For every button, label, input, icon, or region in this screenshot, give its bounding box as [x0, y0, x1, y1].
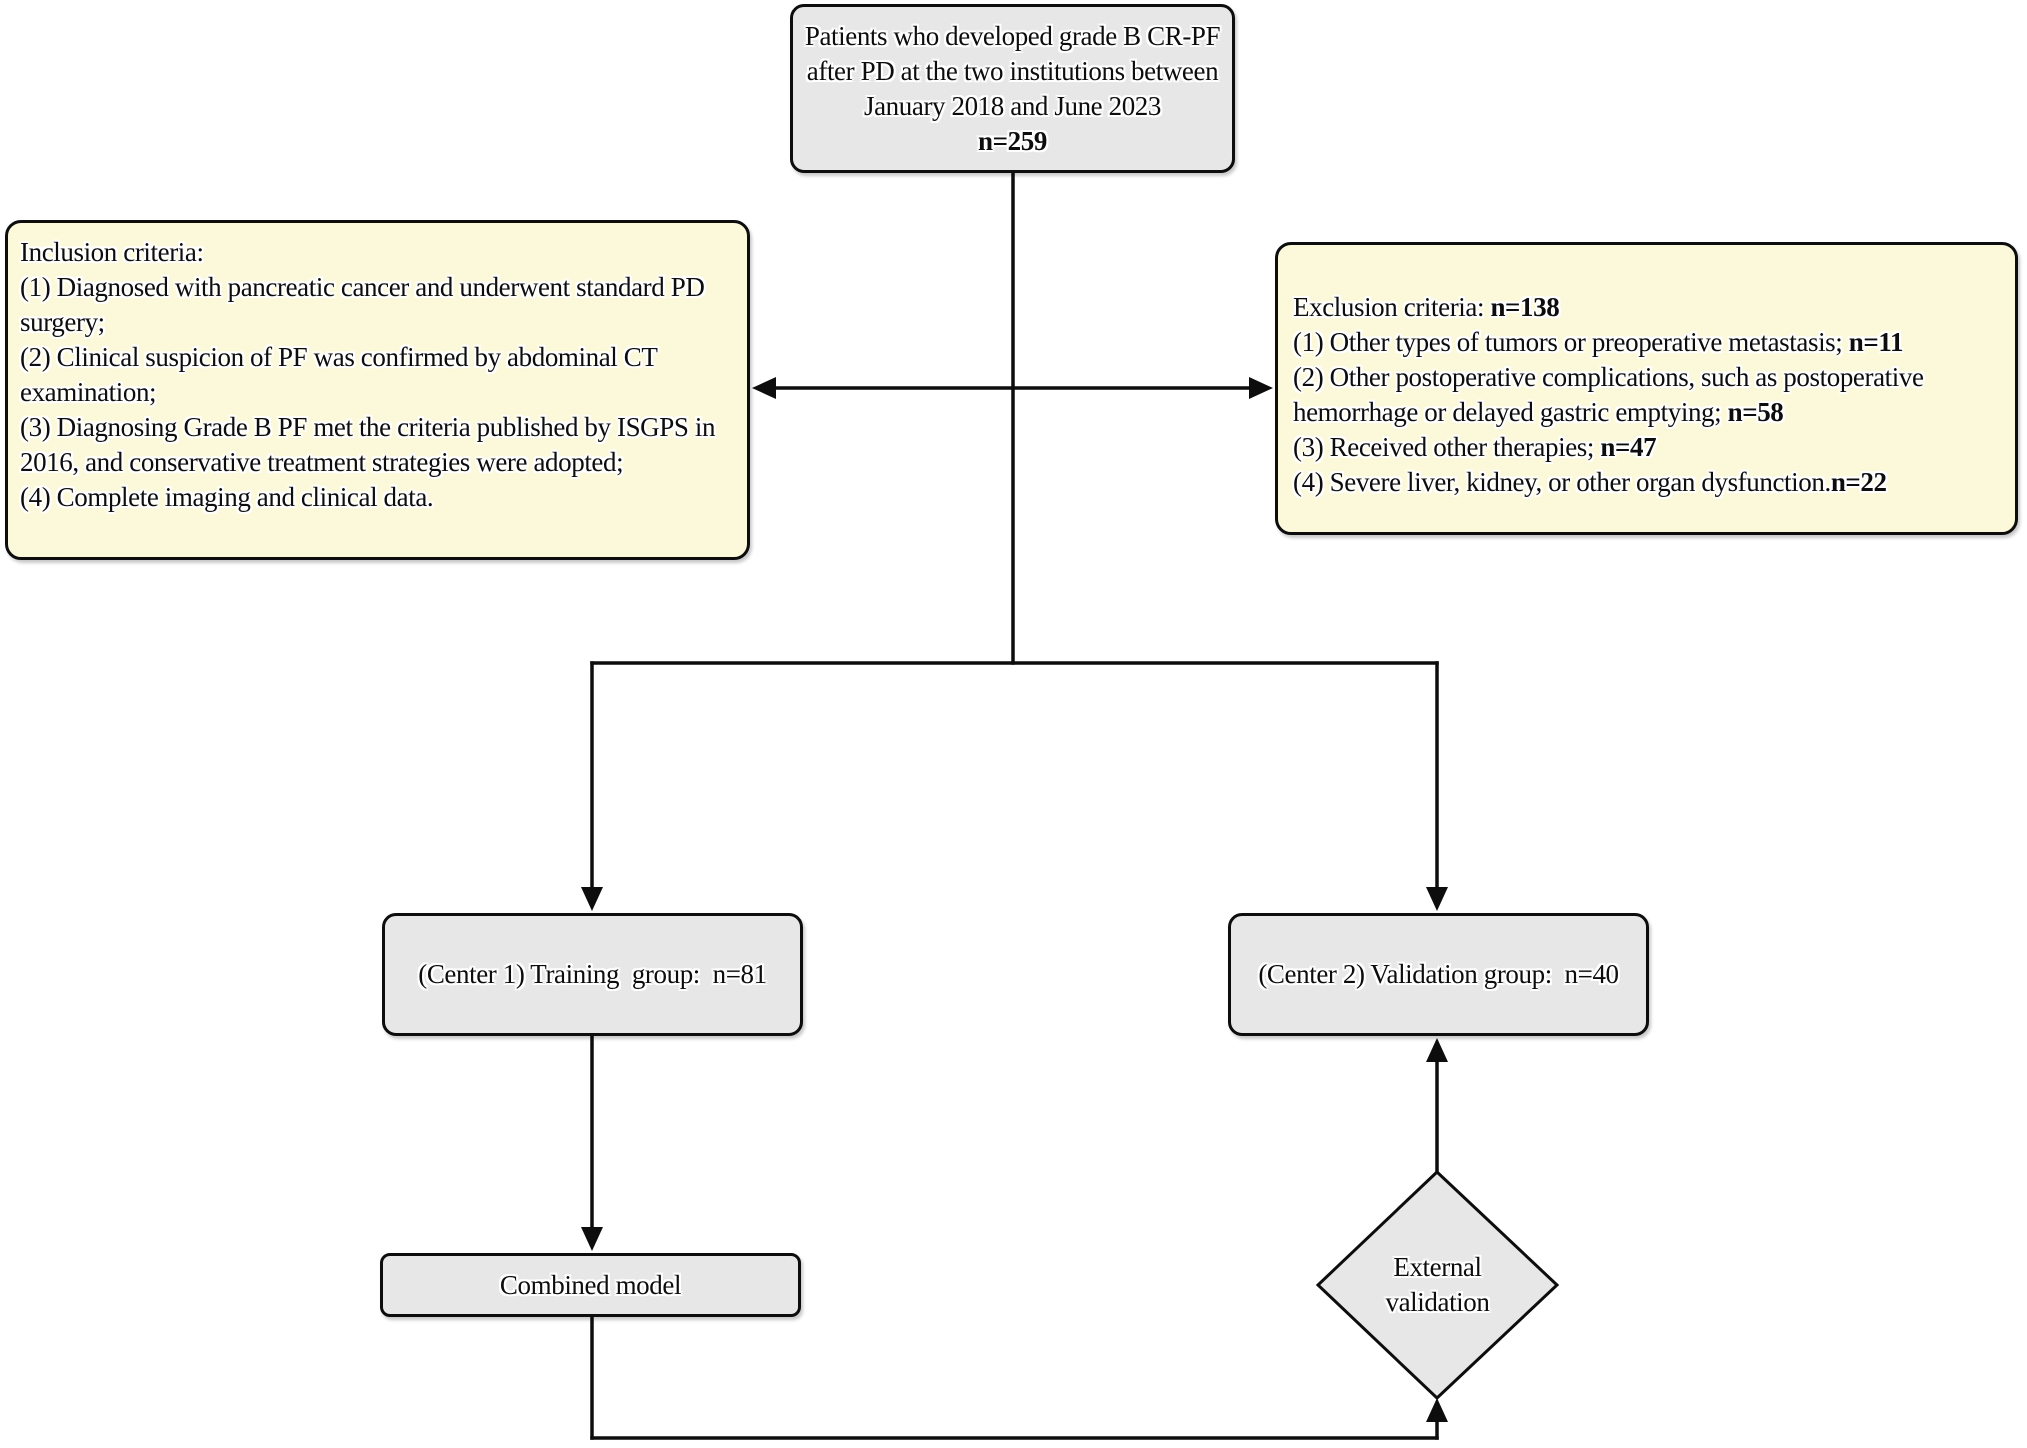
- external-validation-line1: External: [1393, 1251, 1482, 1282]
- validation-group-box: (Center 2) Validation group: n=40: [1228, 913, 1649, 1036]
- inclusion-item: (2) Clinical suspicion of PF was confirm…: [20, 342, 657, 407]
- arrowhead-diamond-icon: [1426, 1398, 1448, 1422]
- arrowhead-right-icon: [1249, 377, 1273, 399]
- inclusion-criteria-box: Inclusion criteria: (1) Diagnosed with p…: [5, 220, 750, 560]
- top-population-text: Patients who developed grade B CR-PF aft…: [804, 20, 1221, 121]
- training-group-label: (Center 1) Training group: n=81: [418, 959, 767, 989]
- combined-model-box: Combined model: [380, 1253, 801, 1317]
- validation-group-label: (Center 2) Validation group: n=40: [1258, 959, 1619, 989]
- exclusion-item: (4) Severe liver, kidney, or other organ…: [1293, 467, 1887, 497]
- exclusion-item-count: n=11: [1848, 327, 1904, 357]
- training-group-box: (Center 1) Training group: n=81: [382, 913, 803, 1036]
- arrowhead-validation-icon: [1426, 887, 1448, 911]
- inclusion-item: (1) Diagnosed with pancreatic cancer and…: [20, 272, 705, 337]
- combined-model-label: Combined model: [499, 1269, 682, 1300]
- exclusion-item-count: n=47: [1600, 432, 1657, 462]
- external-validation-diamond: [1315, 1169, 1560, 1401]
- exclusion-item-count: n=58: [1727, 397, 1784, 427]
- exclusion-title: Exclusion criteria:: [1293, 292, 1491, 322]
- top-population-box: Patients who developed grade B CR-PF aft…: [790, 4, 1235, 173]
- external-validation-label: External validation: [1318, 1172, 1557, 1397]
- arrowhead-training-icon: [581, 887, 603, 911]
- exclusion-item: (1) Other types of tumors or preoperativ…: [1293, 327, 1904, 357]
- inclusion-title: Inclusion criteria:: [20, 237, 204, 267]
- exclusion-item-count: n=22: [1830, 467, 1887, 497]
- top-population-count: n=259: [978, 125, 1047, 156]
- exclusion-title-row: Exclusion criteria: n=138: [1293, 290, 2007, 325]
- external-validation-line2: validation: [1385, 1286, 1490, 1317]
- exclusion-title-count: n=138: [1490, 292, 1560, 322]
- exclusion-criteria-box: Exclusion criteria: n=138 (1) Other type…: [1275, 242, 2018, 535]
- inclusion-item: (4) Complete imaging and clinical data.: [20, 482, 434, 512]
- arrowhead-left-icon: [752, 377, 776, 399]
- exclusion-item: (2) Other postoperative complications, s…: [1293, 362, 1924, 427]
- inclusion-item: (3) Diagnosing Grade B PF met the criter…: [20, 412, 716, 477]
- arrowhead-combined-icon: [581, 1227, 603, 1251]
- exclusion-item: (3) Received other therapies; n=47: [1293, 432, 1657, 462]
- arrowhead-validation-bottom-icon: [1426, 1038, 1448, 1062]
